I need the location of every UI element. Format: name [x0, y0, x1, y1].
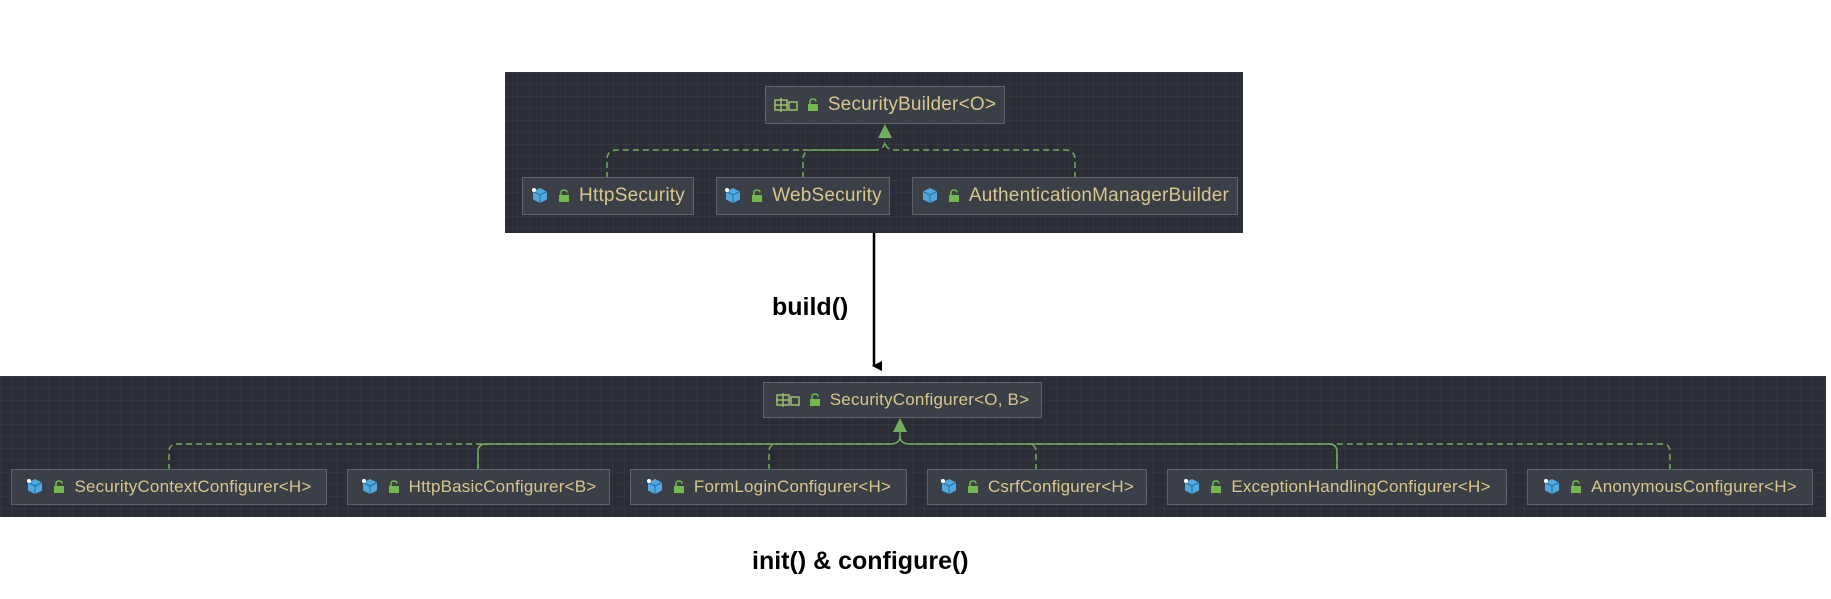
lock-open-icon — [809, 393, 821, 407]
security-configurer-label: SecurityConfigurer<O, B> — [829, 390, 1030, 409]
security-builder-label: SecurityBuilder<O> — [827, 94, 997, 115]
final-class-icon — [26, 478, 44, 496]
class-icon — [921, 187, 939, 205]
security-context-configurer-node[interactable]: SecurityContextConfigurer<H> — [11, 469, 327, 505]
anonymous-configurer-node[interactable]: AnonymousConfigurer<H> — [1527, 469, 1813, 505]
anonymous-configurer-label: AnonymousConfigurer<H> — [1591, 477, 1797, 496]
final-class-icon — [1543, 478, 1561, 496]
configurer-inheritance-dashed — [168, 443, 1671, 470]
csrf-configurer-node[interactable]: CsrfConfigurer<H> — [927, 469, 1147, 505]
lock-open-icon — [751, 189, 763, 203]
http-security-node[interactable]: HttpSecurity — [522, 177, 694, 215]
security-context-configurer-label: SecurityContextConfigurer<H> — [74, 477, 312, 496]
lock-open-icon — [53, 480, 65, 494]
exception-handling-configurer-node[interactable]: ExceptionHandlingConfigurer<H> — [1167, 469, 1507, 505]
final-class-icon — [724, 187, 742, 205]
interface-icon — [773, 97, 798, 113]
inheritance-line-auth — [884, 139, 1076, 178]
inheritance-line-form — [768, 443, 778, 470]
final-class-icon — [531, 187, 549, 205]
http-basic-configurer-label: HttpBasicConfigurer<B> — [408, 477, 597, 496]
build-caption: build() — [772, 293, 849, 321]
configurer-inheritance-solid — [477, 428, 1338, 470]
web-security-node[interactable]: WebSecurity — [716, 177, 890, 215]
http-security-label: HttpSecurity — [579, 185, 685, 206]
lock-open-icon — [948, 189, 960, 203]
lock-open-icon — [388, 480, 400, 494]
builder-inheritance-arrowhead — [878, 124, 892, 138]
lock-open-icon — [558, 189, 570, 203]
http-basic-configurer-node[interactable]: HttpBasicConfigurer<B> — [347, 469, 610, 505]
builder-inheritance-lines — [606, 128, 1076, 178]
inheritance-line-ctx — [168, 443, 890, 470]
authentication-manager-builder-node[interactable]: AuthenticationManagerBuilder — [912, 177, 1238, 215]
lock-open-icon — [1210, 480, 1222, 494]
inheritance-line-csrf — [1027, 443, 1037, 470]
exception-handling-configurer-label: ExceptionHandlingConfigurer<H> — [1231, 477, 1491, 496]
configurer-inheritance-arrowhead — [893, 418, 907, 432]
final-class-icon — [940, 478, 958, 496]
lock-open-icon — [1570, 480, 1582, 494]
csrf-configurer-label: CsrfConfigurer<H> — [987, 477, 1135, 496]
lock-open-icon — [673, 480, 685, 494]
form-login-configurer-node[interactable]: FormLoginConfigurer<H> — [630, 469, 907, 505]
interface-icon — [775, 392, 800, 408]
final-class-icon — [361, 478, 379, 496]
security-configurer-node[interactable]: SecurityConfigurer<O, B> — [763, 382, 1042, 418]
security-builder-node[interactable]: SecurityBuilder<O> — [765, 86, 1005, 124]
authentication-manager-builder-label: AuthenticationManagerBuilder — [968, 185, 1230, 206]
lock-open-icon — [967, 480, 979, 494]
lock-open-icon — [807, 98, 819, 112]
form-login-configurer-label: FormLoginConfigurer<H> — [693, 477, 892, 496]
inheritance-line-web — [802, 149, 875, 178]
final-class-icon — [1183, 478, 1201, 496]
web-security-label: WebSecurity — [772, 185, 882, 206]
final-class-icon — [646, 478, 664, 496]
inheritance-line-anon — [910, 443, 1671, 470]
configure-caption: init() & configure() — [752, 547, 969, 575]
inheritance-line-http — [606, 128, 886, 178]
